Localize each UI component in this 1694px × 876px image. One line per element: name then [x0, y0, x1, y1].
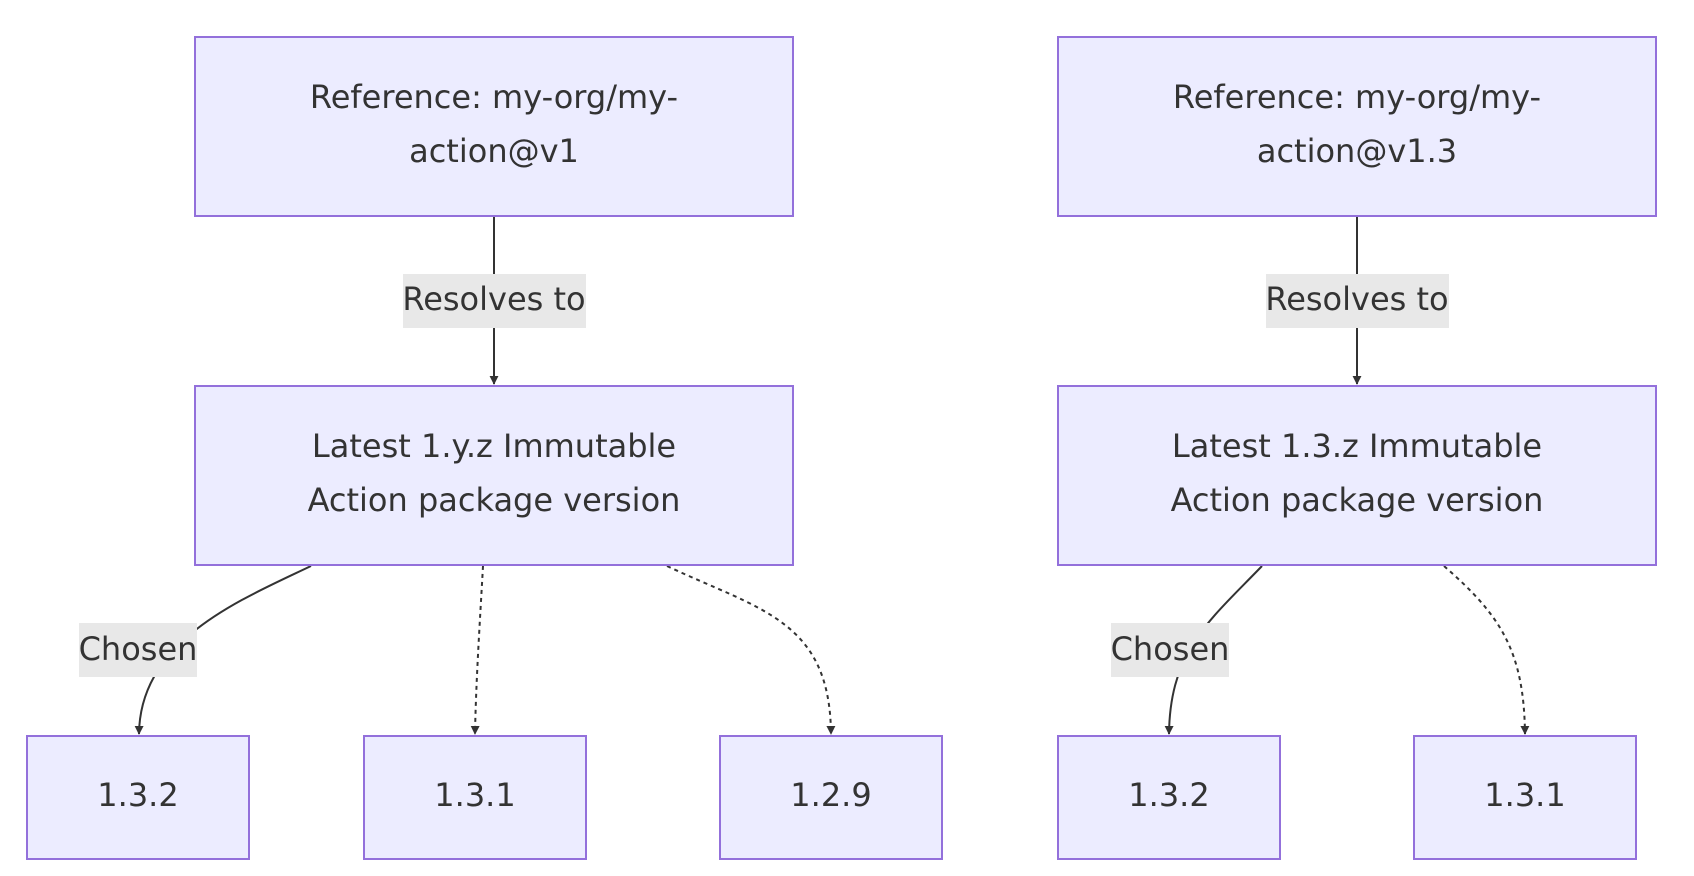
svg-text:Latest 1.y.z Immutable: Latest 1.y.z Immutable — [312, 427, 676, 465]
right-version-node-1-3-2[interactable]: 1.3.2 — [1057, 735, 1281, 860]
left-version-node-1-2-9[interactable]: 1.2.9 — [719, 735, 943, 860]
svg-text:Latest 1.3.z Immutable: Latest 1.3.z Immutable — [1172, 427, 1542, 465]
right-version-node-1-3-1[interactable]: 1.3.1 — [1413, 735, 1637, 860]
right-latest-version-node[interactable]: Latest 1.3.z Immutable Action package ve… — [1057, 385, 1657, 566]
svg-text:Resolves to: Resolves to — [402, 280, 585, 318]
left-edge-latest-to-132 — [134, 565, 312, 735]
svg-text:Action package version: Action package version — [1171, 481, 1544, 519]
svg-text:action@v1: action@v1 — [409, 132, 579, 170]
left-edge-latest-to-131 — [470, 565, 484, 735]
left-version-node-1-3-2[interactable]: 1.3.2 — [26, 735, 250, 860]
svg-text:1.3.1: 1.3.1 — [434, 776, 515, 814]
right-edge-latest-to-131 — [1443, 565, 1530, 735]
svg-text:1.3.2: 1.3.2 — [1128, 776, 1209, 814]
svg-text:action@v1.3: action@v1.3 — [1257, 132, 1457, 170]
left-reference-node[interactable]: Reference: my-org/my- action@v1 — [194, 36, 794, 217]
svg-text:Chosen: Chosen — [79, 630, 198, 668]
svg-text:1.3.2: 1.3.2 — [97, 776, 178, 814]
right-resolves-to-label: Resolves to — [1265, 274, 1449, 328]
svg-text:Reference: my-org/my-: Reference: my-org/my- — [1173, 78, 1541, 116]
right-flow: Resolves to Chosen Reference: my-org/my-… — [1057, 36, 1657, 860]
svg-text:Chosen: Chosen — [1111, 630, 1230, 668]
svg-text:Action package version: Action package version — [308, 481, 681, 519]
svg-text:1.2.9: 1.2.9 — [790, 776, 871, 814]
left-version-node-1-3-1[interactable]: 1.3.1 — [363, 735, 587, 860]
left-chosen-label: Chosen — [79, 623, 198, 677]
svg-text:1.3.1: 1.3.1 — [1484, 776, 1565, 814]
right-reference-node[interactable]: Reference: my-org/my- action@v1.3 — [1057, 36, 1657, 217]
svg-text:Reference: my-org/my-: Reference: my-org/my- — [310, 78, 678, 116]
left-flow: Resolves to Chosen Reference: my-org/my-… — [26, 36, 943, 860]
right-chosen-label: Chosen — [1111, 623, 1230, 677]
left-resolves-to-label: Resolves to — [402, 274, 586, 328]
svg-text:Resolves to: Resolves to — [1265, 280, 1448, 318]
left-edge-latest-to-129 — [666, 565, 836, 735]
left-latest-version-node[interactable]: Latest 1.y.z Immutable Action package ve… — [194, 385, 794, 566]
